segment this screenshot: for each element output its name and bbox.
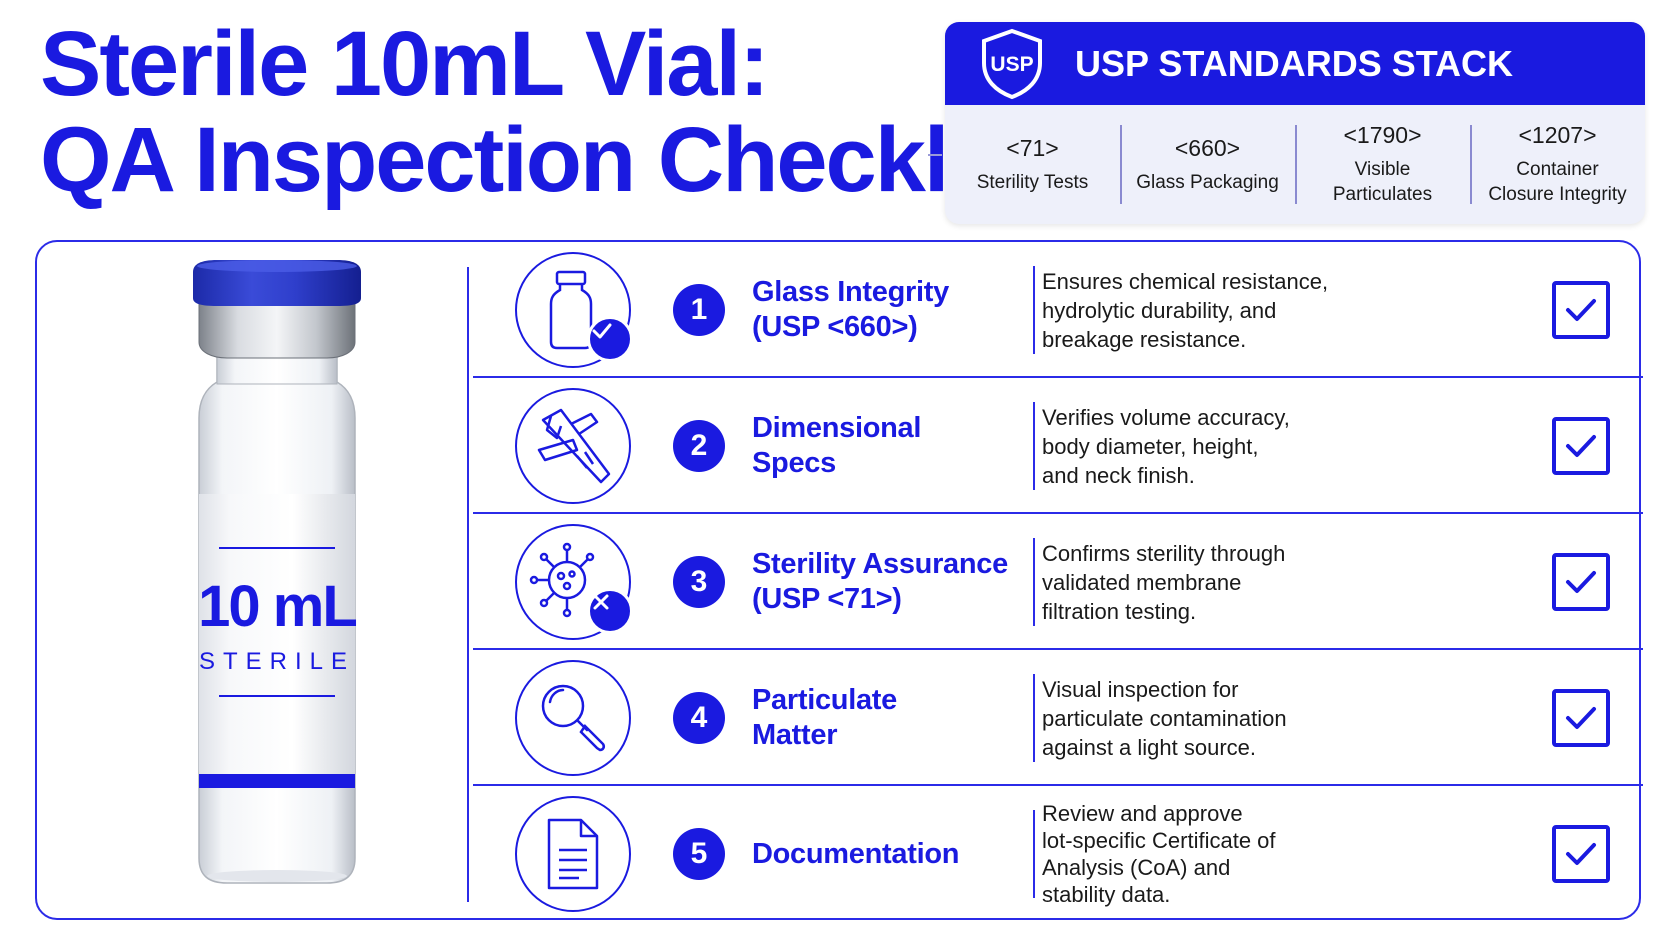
step-title: Particulate Matter (752, 684, 897, 751)
usp-standard-71: <71> Sterility Tests (945, 105, 1120, 224)
vial-check-icon (515, 252, 633, 368)
checklist-item: 3 Sterility Assurance (USP <71>) Confirm… (473, 514, 1643, 650)
row-divider (1033, 538, 1035, 626)
step-description: Review and approve lot-specific Certific… (1042, 801, 1276, 907)
row-border (473, 512, 1643, 514)
usp-standards-stack: USP USP STANDARDS STACK <71> Sterility T… (945, 22, 1645, 224)
step-checkbox[interactable] (1552, 553, 1610, 611)
vial-label: STERILE (199, 648, 355, 675)
step-checkbox[interactable] (1552, 417, 1610, 475)
checklist-panel: 10 mL STERILE 1 Glass Integrity (USP <66… (35, 240, 1643, 922)
step-checkbox[interactable] (1552, 689, 1610, 747)
step-number: 2 (673, 420, 725, 472)
row-border (473, 648, 1643, 650)
usp-badge-text: USP (990, 53, 1033, 76)
row-divider (1033, 674, 1035, 762)
checkmark-icon (1566, 435, 1596, 457)
usp-standard-660: <660> Glass Packaging (1120, 105, 1295, 224)
panel-divider (467, 267, 469, 902)
row-divider (1033, 266, 1035, 354)
check-badge-icon (587, 316, 633, 362)
magnifier-icon (515, 660, 631, 776)
checkmark-icon (1566, 571, 1596, 593)
caliper-icon (515, 388, 631, 504)
usp-name: Glass Packaging (1136, 171, 1279, 193)
usp-standard-1790: <1790> Visible Particulates (1295, 105, 1470, 224)
usp-standards-list: <71> Sterility Tests <660> Glass Packagi… (945, 105, 1645, 224)
usp-header-title: USP STANDARDS STACK (1075, 42, 1514, 84)
step-description: Ensures chemical resistance, hydrolytic … (1042, 268, 1329, 352)
usp-code: <1790> (1343, 122, 1422, 148)
usp-name: Sterility Tests (976, 171, 1089, 193)
title-line-2: QA Inspection Checklist (40, 109, 1051, 211)
vial-illustration: 10 mL STERILE (137, 258, 417, 898)
usp-standard-1207: <1207> Container Closure Integrity (1470, 105, 1645, 224)
document-icon (515, 796, 631, 912)
row-border (473, 376, 1643, 378)
usp-shield-icon: USP (982, 28, 1042, 99)
title-line-1: Sterile 10mL Vial: (40, 13, 770, 115)
checkmark-icon (1566, 707, 1596, 729)
row-divider (1033, 402, 1035, 490)
step-title: Sterility Assurance (USP <71>) (752, 548, 1008, 615)
checklist: 1 Glass Integrity (USP <660>) Ensures ch… (473, 242, 1643, 922)
usp-name: Container Closure Integrity (1488, 159, 1627, 205)
step-checkbox[interactable] (1552, 281, 1610, 339)
usp-code: <1207> (1518, 122, 1597, 148)
step-description: Confirms sterility through validated mem… (1042, 540, 1286, 624)
usp-code: <71> (1006, 134, 1059, 161)
title-connector (928, 154, 942, 156)
checklist-item: 2 Dimensional Specs Verifies volume accu… (473, 378, 1643, 514)
microbe-x-icon (515, 524, 633, 640)
vial-volume: 10 mL (198, 574, 356, 639)
checklist-item: 5 Documentation Review and approve lot-s… (473, 786, 1643, 922)
step-number: 5 (673, 828, 725, 880)
step-checkbox[interactable] (1552, 825, 1610, 883)
checkmark-icon (1566, 843, 1596, 865)
checklist-item: 4 Particulate Matter Visual inspection f… (473, 650, 1643, 786)
x-badge-icon (587, 588, 633, 634)
step-title: Dimensional Specs (752, 412, 922, 479)
row-border (473, 784, 1643, 786)
step-number: 3 (673, 556, 725, 608)
step-title: Documentation (752, 837, 960, 870)
page-title: Sterile 10mL Vial: QA Inspection Checkli… (40, 13, 1051, 211)
step-number: 4 (673, 692, 725, 744)
step-number: 1 (673, 284, 725, 336)
step-description: Verifies volume accuracy, body diameter,… (1042, 404, 1290, 488)
checklist-item: 1 Glass Integrity (USP <660>) Ensures ch… (473, 242, 1643, 378)
step-description: Visual inspection for particulate contam… (1042, 676, 1287, 760)
step-title: Glass Integrity (USP <660>) (752, 276, 949, 343)
usp-name: Visible Particulates (1332, 159, 1433, 205)
row-divider (1033, 810, 1035, 898)
usp-code: <660> (1174, 134, 1241, 161)
vial-image: 10 mL STERILE (193, 260, 361, 884)
usp-standards-header: USP USP STANDARDS STACK (945, 22, 1645, 105)
checkmark-icon (1566, 299, 1596, 321)
